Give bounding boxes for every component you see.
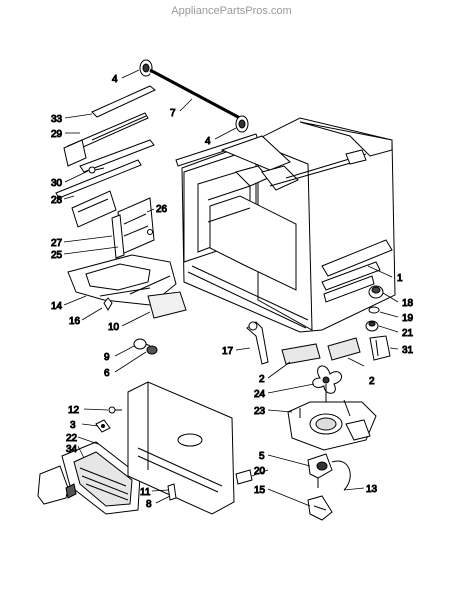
callout-17: 17 bbox=[222, 346, 234, 357]
part-motor-5 bbox=[307, 453, 351, 491]
part-rod bbox=[149, 68, 241, 122]
callout-23: 23 bbox=[254, 406, 266, 417]
part-clip-8 bbox=[167, 483, 177, 501]
part-screw-30 bbox=[88, 166, 105, 174]
part-tray-14 bbox=[67, 254, 177, 306]
part-gear-top bbox=[139, 59, 153, 77]
callout-7: 7 bbox=[170, 108, 176, 119]
part-pad-10 bbox=[147, 291, 187, 319]
part-cover-22 bbox=[37, 465, 77, 505]
callout-18: 18 bbox=[402, 298, 414, 309]
callout-26: 26 bbox=[156, 204, 168, 215]
part-handle-17 bbox=[246, 321, 269, 365]
callout-10: 10 bbox=[108, 322, 120, 333]
watermark: AppliancePartsPros.com bbox=[171, 5, 292, 17]
callout-11: 11 bbox=[140, 487, 151, 498]
callout-30: 30 bbox=[51, 178, 63, 189]
part-damper-18 bbox=[368, 285, 384, 299]
part-bracket bbox=[111, 197, 155, 259]
part-lower-rails bbox=[55, 159, 142, 228]
callout-12: 12 bbox=[68, 405, 80, 416]
part-fan-24 bbox=[312, 365, 343, 402]
part-3 bbox=[95, 419, 111, 433]
callout-25: 25 bbox=[51, 250, 63, 261]
callout-5: 5 bbox=[259, 451, 265, 462]
callout-34: 34 bbox=[66, 444, 78, 455]
callout-2a: 2 bbox=[259, 374, 265, 385]
callout-2b: 2 bbox=[369, 376, 375, 387]
part-cap-21 bbox=[365, 320, 379, 332]
callout-9: 9 bbox=[104, 352, 110, 363]
part-rear-panel bbox=[127, 381, 235, 515]
callout-labels: 4 7 4 33 29 30 26 28 27 25 14 16 10 9 6 … bbox=[51, 74, 415, 511]
callout-4b: 4 bbox=[205, 136, 211, 147]
part-duct-31 bbox=[369, 335, 391, 361]
callout-27: 27 bbox=[51, 238, 63, 249]
part-gear-lower bbox=[235, 115, 249, 133]
callout-21: 21 bbox=[402, 328, 414, 339]
callout-33: 33 bbox=[51, 114, 63, 125]
part-screw-12 bbox=[108, 406, 122, 414]
part-filter-2b bbox=[327, 337, 361, 361]
callout-19: 19 bbox=[402, 313, 414, 324]
part-20 bbox=[235, 469, 253, 485]
part-fan-housing-23 bbox=[287, 399, 377, 451]
part-filter-2a bbox=[281, 343, 321, 365]
callout-14: 14 bbox=[51, 301, 63, 312]
part-bracket-15 bbox=[307, 495, 333, 521]
callout-28: 28 bbox=[51, 195, 63, 206]
callout-16: 16 bbox=[69, 316, 81, 327]
callout-24: 24 bbox=[254, 389, 266, 400]
callout-4a: 4 bbox=[112, 74, 118, 85]
callout-1: 1 bbox=[397, 273, 403, 284]
part-bulb bbox=[133, 338, 158, 355]
callout-22: 22 bbox=[66, 433, 78, 444]
part-slide-rails bbox=[63, 85, 156, 173]
part-16 bbox=[103, 297, 113, 312]
callout-20: 20 bbox=[254, 466, 266, 477]
callout-3: 3 bbox=[70, 420, 76, 431]
callout-15: 15 bbox=[254, 485, 266, 496]
part-grille-34 bbox=[61, 441, 141, 515]
part-ring-19 bbox=[368, 306, 380, 314]
callout-13: 13 bbox=[366, 484, 378, 495]
leader-lines bbox=[63, 69, 399, 507]
callout-8: 8 bbox=[146, 499, 152, 510]
callout-31: 31 bbox=[402, 345, 414, 356]
part-liner-1 bbox=[175, 117, 396, 333]
callout-6: 6 bbox=[104, 368, 110, 379]
callout-29: 29 bbox=[51, 129, 63, 140]
